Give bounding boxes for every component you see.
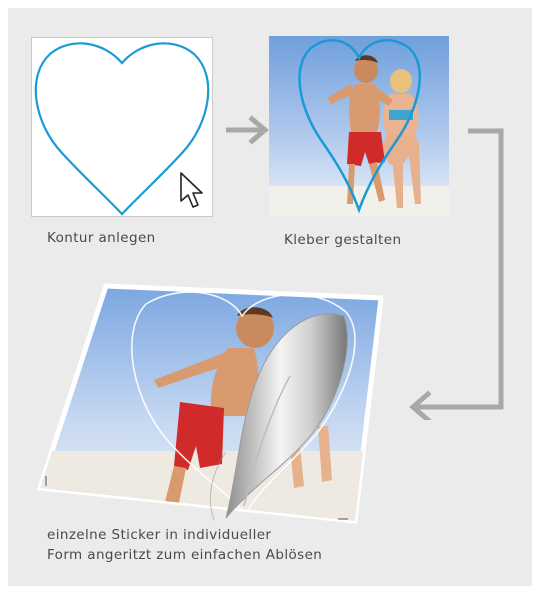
result-caption-line2: Form angeritzt zum einfachen Ablösen [47, 545, 322, 565]
result-caption-line1: einzelne Sticker in individueller [47, 525, 271, 545]
step1-caption: Kontur anlegen [47, 228, 156, 248]
mouse-pointer-icon [179, 171, 203, 211]
sticker-sheet-image [28, 276, 398, 526]
elbow-arrow-icon [400, 120, 510, 420]
step2-caption: Kleber gestalten [284, 230, 401, 250]
arrow-right-icon [226, 115, 270, 145]
contour-canvas [31, 37, 213, 217]
